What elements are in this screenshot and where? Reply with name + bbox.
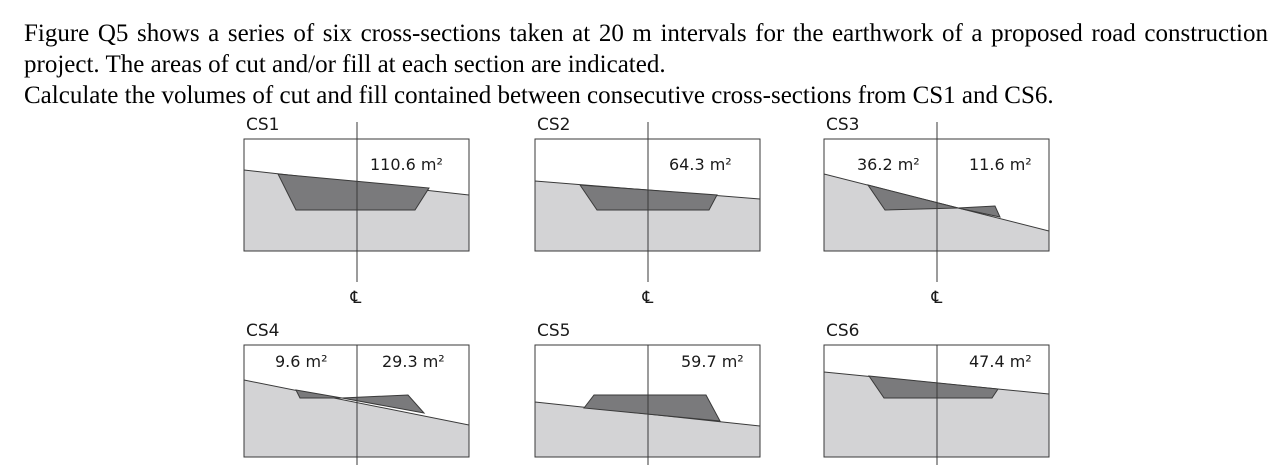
- question-paragraph-2: Calculate the volumes of cut and fill co…: [24, 82, 1054, 109]
- cut-area: [867, 375, 999, 399]
- cross-section-cs2: CS2 ℄ 64.3 m²: [534, 115, 761, 308]
- section-label-cs2: CS2: [537, 115, 570, 135]
- area-label-cs2: 64.3 m²: [669, 155, 732, 174]
- fill-area: [583, 394, 721, 422]
- cross-section-cs5: CS5 59.7 m²: [534, 321, 761, 465]
- question-paragraph-1: Figure Q5 shows a series of six cross-se…: [24, 20, 1268, 78]
- section-label-cs1: CS1: [246, 115, 279, 135]
- section-label-cs6: CS6: [826, 321, 859, 341]
- cut-area: [277, 173, 430, 211]
- area-label-cs5: 59.7 m²: [681, 352, 744, 371]
- fill-area: [957, 205, 1001, 218]
- cross-section-cs3: CS3 ℄ 36.2 m² 11.6 m²: [823, 115, 1050, 308]
- centreline-symbol: ℄: [931, 288, 943, 308]
- section-label-cs5: CS5: [537, 321, 570, 341]
- centreline-symbol: ℄: [642, 288, 654, 308]
- question-text: Figure Q5 shows a series of six cross-se…: [24, 18, 1268, 111]
- area-label-cs3-left: 36.2 m²: [857, 155, 920, 174]
- area-label-cs6: 47.4 m²: [969, 352, 1032, 371]
- cross-section-cs1: CS1 ℄ 110.6 m²: [243, 115, 470, 308]
- fill-area: [341, 394, 426, 414]
- cut-area: [295, 389, 343, 399]
- area-label-cs4-right: 29.3 m²: [382, 352, 445, 371]
- cross-section-cs6: CS6 47.4 m²: [823, 321, 1050, 465]
- area-label-cs3-right: 11.6 m²: [969, 155, 1032, 174]
- centreline-symbol: ℄: [350, 288, 362, 308]
- area-label-cs4-left: 9.6 m²: [275, 352, 328, 371]
- area-label-cs1: 110.6 m²: [370, 155, 443, 174]
- cut-area: [866, 184, 959, 211]
- section-label-cs3: CS3: [826, 115, 859, 135]
- cross-section-cs4: CS4 9.6 m² 29.3 m²: [243, 321, 470, 465]
- section-label-cs4: CS4: [246, 321, 279, 341]
